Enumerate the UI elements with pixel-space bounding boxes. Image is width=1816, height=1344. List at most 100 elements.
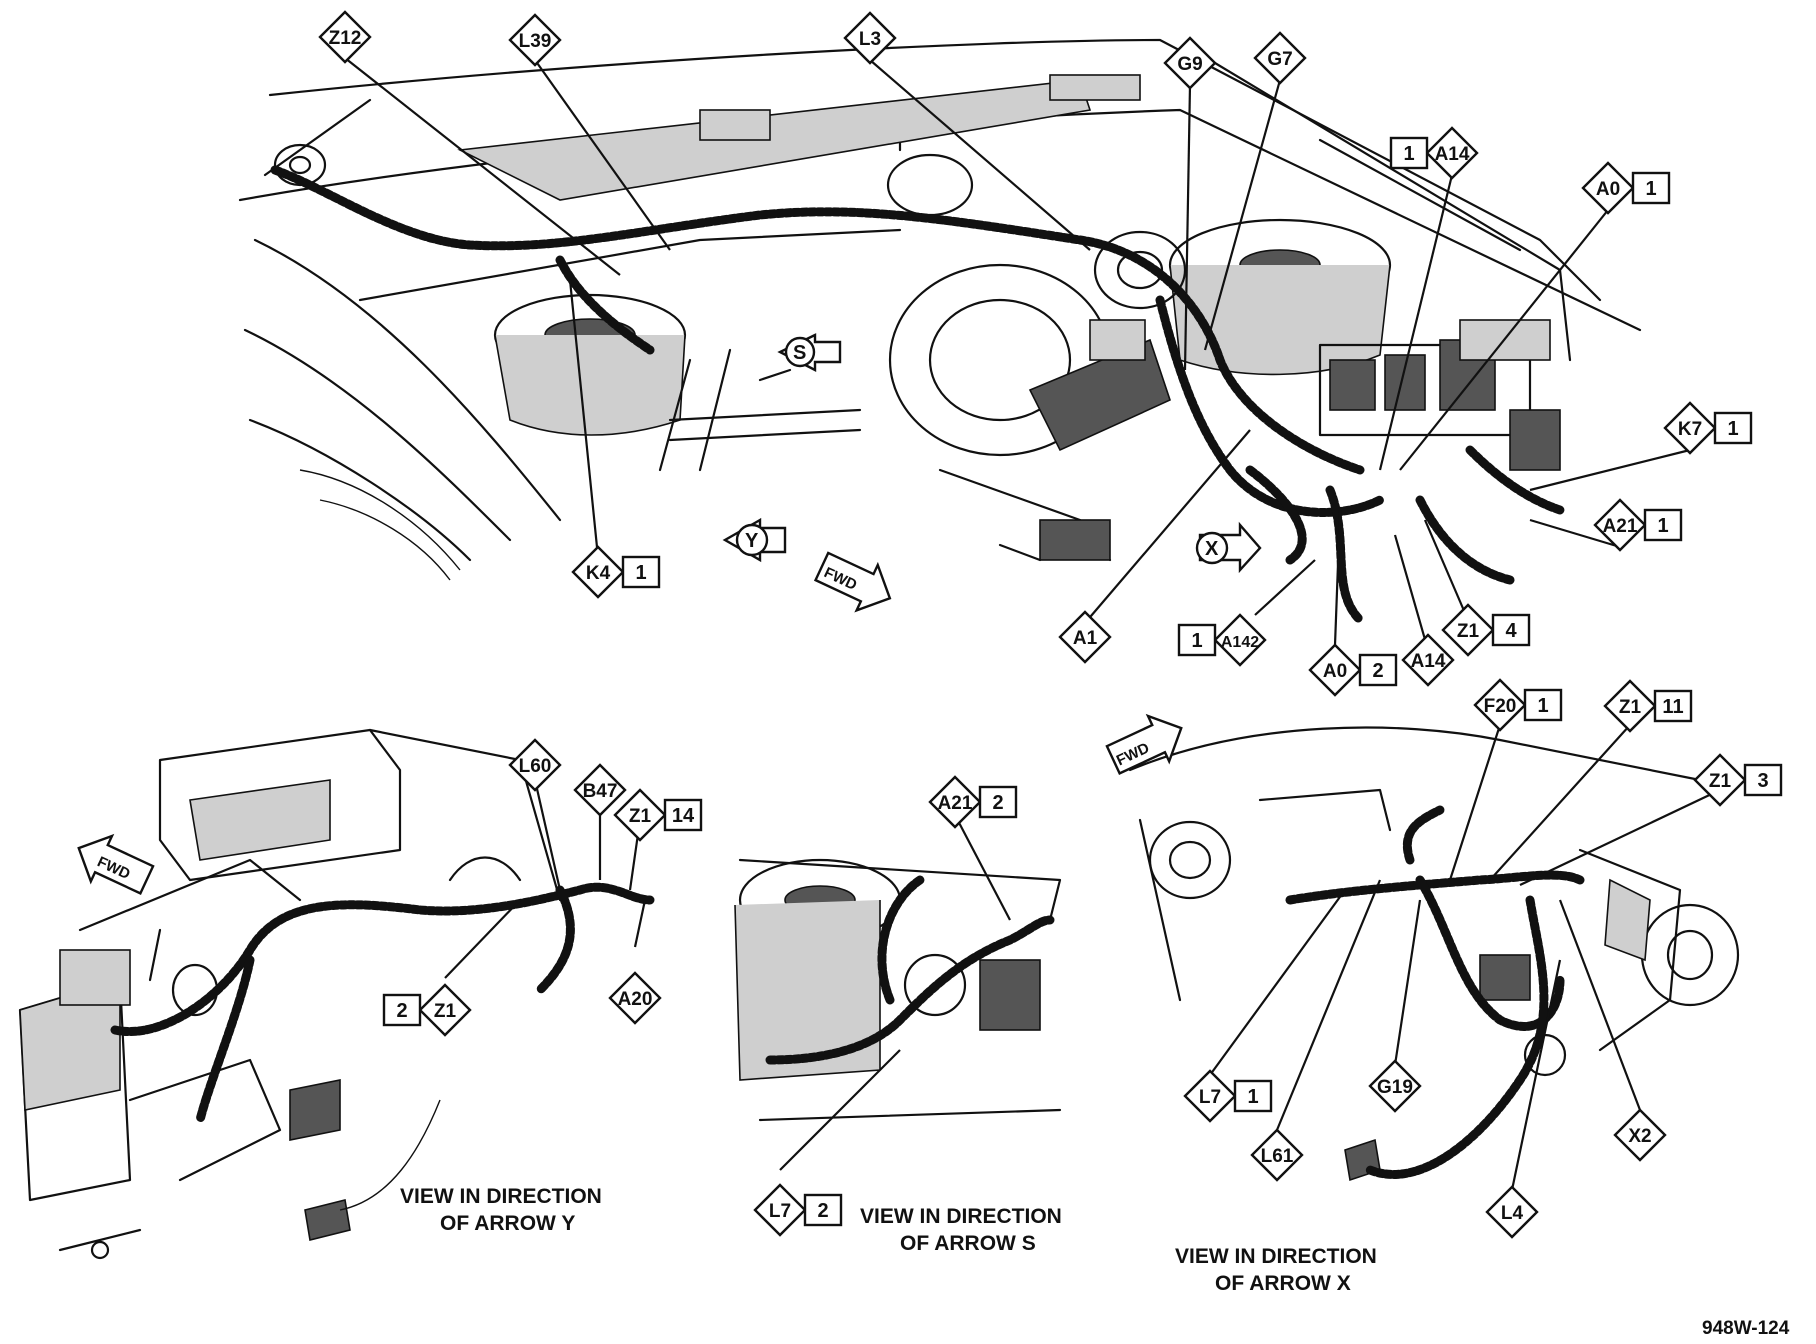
callout-code: L39: [519, 31, 552, 52]
callout-l7-2: L7 2: [753, 1183, 843, 1237]
callout-code: X2: [1628, 1126, 1651, 1147]
callout-x2: X2: [1613, 1108, 1667, 1162]
callout-code: L4: [1501, 1203, 1524, 1224]
callout-code: A14: [1435, 144, 1470, 165]
callout-number: 2: [396, 1000, 407, 1022]
callout-number: 1: [1657, 515, 1668, 537]
fwd-arrow-view-y: FWD: [77, 833, 155, 895]
callout-number: 1: [1537, 695, 1548, 717]
arrow-s: S: [777, 333, 842, 372]
callout-code: L7: [769, 1201, 791, 1222]
callout-code: A142: [1221, 634, 1259, 651]
callout-code: A0: [1596, 179, 1620, 200]
callout-code: A1: [1073, 628, 1098, 649]
callout-code: A0: [1323, 661, 1347, 682]
callout-a14-top: A14 1: [1389, 126, 1479, 180]
callout-g7: G7: [1253, 31, 1307, 85]
svg-text:X: X: [1205, 538, 1219, 560]
view-x-panel: [1128, 726, 1740, 1182]
caption-view-y-line2: OF ARROW Y: [440, 1212, 575, 1235]
callout-z1-3: Z1 3: [1693, 753, 1783, 807]
callout-z1-14: Z1 14: [613, 788, 703, 842]
callout-code: G7: [1267, 49, 1292, 70]
callout-number: 1: [1191, 630, 1202, 652]
caption-view-x-line2: OF ARROW X: [1215, 1272, 1351, 1295]
callout-z1-4: Z1 4: [1441, 603, 1531, 657]
callout-g19: G19: [1368, 1059, 1422, 1113]
callout-g9: G9: [1163, 36, 1217, 90]
callout-number: 11: [1662, 696, 1683, 718]
callout-a0-2: A0 2: [1308, 643, 1398, 697]
callout-code: K4: [586, 563, 611, 584]
callout-code: Z1: [434, 1001, 457, 1022]
callout-code: Z1: [1709, 771, 1732, 792]
callout-l39: L39: [508, 13, 562, 67]
callout-code: Z1: [1619, 697, 1642, 718]
callout-code: A21: [1603, 516, 1638, 537]
callout-number: 1: [1645, 178, 1656, 200]
figure-id: 948W-124: [1702, 1318, 1790, 1339]
callout-code: A21: [938, 793, 973, 814]
callout-code: F20: [1484, 696, 1517, 717]
fwd-arrow-top: FWD: [813, 551, 892, 613]
callout-code: A14: [1411, 651, 1446, 672]
svg-text:Y: Y: [745, 530, 759, 552]
svg-text:S: S: [793, 342, 806, 364]
callout-code: K7: [1678, 419, 1702, 440]
arrow-y: Y: [722, 517, 787, 563]
callout-a21-1: A21 1: [1593, 498, 1683, 552]
callout-code: L61: [1261, 1146, 1294, 1167]
caption-view-y-line1: VIEW IN DIRECTION: [400, 1185, 602, 1208]
callout-number: 1: [1403, 143, 1414, 165]
callout-code: B47: [583, 781, 618, 802]
callout-a0-1: A0 1: [1581, 161, 1671, 215]
callout-l4: L4: [1485, 1185, 1539, 1239]
callout-code: L7: [1199, 1087, 1221, 1108]
callout-number: 2: [992, 792, 1003, 814]
callout-number: 1: [635, 562, 646, 584]
caption-view-y: VIEW IN DIRECTION OF ARROW Y: [400, 1185, 602, 1235]
callout-b47: B47: [573, 763, 627, 817]
callout-a21-2: A21 2: [928, 775, 1018, 829]
callout-z12: Z12: [318, 10, 372, 64]
callout-number: 3: [1757, 770, 1768, 792]
arrow-x: X: [1195, 521, 1262, 574]
callout-code: G9: [1177, 54, 1202, 75]
callout-z1-11: Z1 11: [1603, 679, 1693, 733]
callout-code: G19: [1377, 1077, 1413, 1098]
caption-view-s: VIEW IN DIRECTION OF ARROW S: [860, 1205, 1062, 1255]
callout-code: Z12: [329, 28, 362, 49]
callout-l3: L3: [843, 11, 897, 65]
callout-number: 2: [1372, 660, 1383, 682]
callout-k4: K4 1: [571, 545, 661, 599]
callout-code: L60: [519, 756, 552, 777]
caption-view-x: VIEW IN DIRECTION OF ARROW X: [1175, 1245, 1377, 1295]
view-y-panel: [18, 728, 655, 1260]
callout-k7: K7 1: [1663, 401, 1753, 455]
callout-number: 14: [672, 805, 695, 827]
callout-code: L3: [859, 29, 881, 50]
callout-number: 1: [1727, 418, 1738, 440]
caption-view-s-line2: OF ARROW S: [900, 1232, 1036, 1255]
callout-a1: A1: [1058, 610, 1112, 664]
callout-l60: L60: [508, 738, 562, 792]
callout-code: Z1: [629, 806, 652, 827]
callout-number: 4: [1505, 620, 1517, 642]
fwd-arrow-view-x: FWD: [1105, 713, 1183, 775]
callout-code: A20: [618, 989, 653, 1010]
callout-a14-bottom: A14: [1401, 633, 1455, 687]
callout-f20: F20 1: [1473, 678, 1563, 732]
callout-code: Z1: [1457, 621, 1480, 642]
callout-number: 2: [817, 1200, 828, 1222]
engine-compartment-view: [238, 38, 1642, 625]
callout-z1-2: Z1 2: [382, 983, 472, 1037]
callout-a20: A20: [608, 971, 662, 1025]
callout-l61: L61: [1250, 1128, 1304, 1182]
caption-view-s-line1: VIEW IN DIRECTION: [860, 1205, 1062, 1228]
view-s-panel: [734, 858, 1062, 1122]
caption-view-x-line1: VIEW IN DIRECTION: [1175, 1245, 1377, 1268]
callout-a142: A142 1: [1177, 613, 1267, 667]
